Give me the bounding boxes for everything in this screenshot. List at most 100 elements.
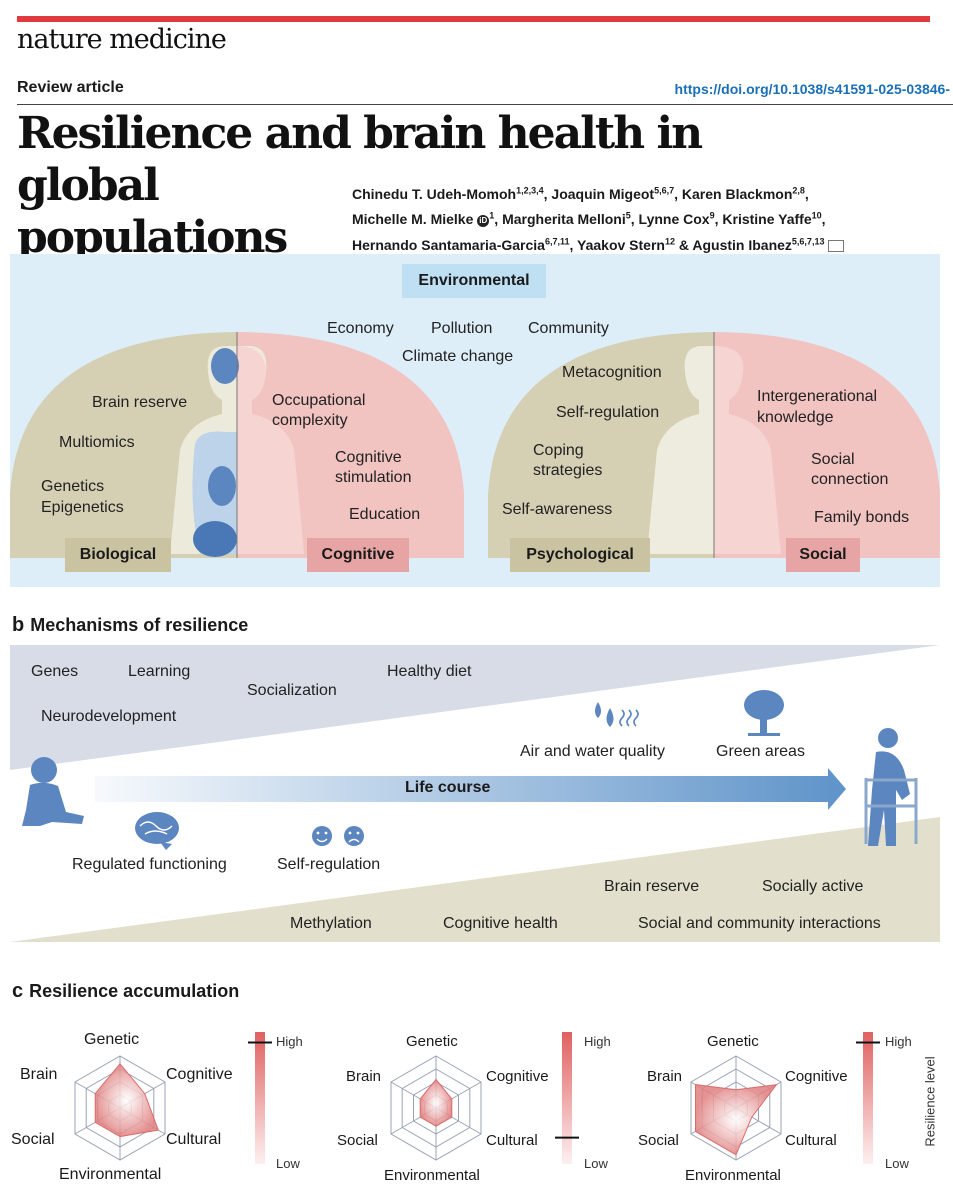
resilience-level-axis-label: Resilience level xyxy=(922,1056,938,1147)
bio-item: Epigenetics xyxy=(41,499,124,516)
radar-axis-label: Brain xyxy=(20,1066,58,1083)
life-course-label: Life course xyxy=(405,779,491,796)
radar-axis-label: Genetic xyxy=(707,1033,759,1050)
human-silhouette-left-cog xyxy=(237,346,304,554)
baby-icon xyxy=(22,757,84,826)
panel-b-figure xyxy=(10,645,940,942)
mechanism-item: Green areas xyxy=(716,743,805,760)
radar-axis-label: Cultural xyxy=(166,1131,222,1148)
radar-axis-label: Environmental xyxy=(59,1166,162,1183)
article-type: Review article xyxy=(17,79,124,96)
mechanism-item: Brain reserve xyxy=(604,878,700,895)
radar-axis-label: Cognitive xyxy=(785,1068,848,1085)
title-line-1: Resilience and brain health in global xyxy=(17,108,703,211)
radar-axis-label: Brain xyxy=(647,1068,683,1085)
author[interactable]: Agustin Ibanez5,6,7,13 xyxy=(692,236,825,253)
mechanism-item: Methylation xyxy=(290,915,372,932)
tree-icon xyxy=(744,690,784,736)
radar-axis-label: Environmental xyxy=(384,1167,480,1184)
mechanism-item: Self-regulation xyxy=(277,856,381,873)
bio-item: Multiomics xyxy=(59,434,135,451)
social-label: Social xyxy=(786,538,860,572)
psych-item: strategies xyxy=(533,462,603,479)
gauge-low-label: Low xyxy=(885,1156,909,1171)
radar-axis-label: Cognitive xyxy=(486,1068,549,1085)
resilience-gauge-bar xyxy=(255,1032,265,1164)
doi-link[interactable]: https://doi.org/10.1038/s41591-025-03846… xyxy=(674,81,950,97)
radar-axis-label: Cultural xyxy=(486,1132,538,1149)
intestines-icon xyxy=(193,521,237,557)
author[interactable]: Margherita Melloni5, xyxy=(502,210,639,228)
radar-axis-label: Genetic xyxy=(84,1031,140,1048)
mechanism-item: Social and community interactions xyxy=(638,915,881,932)
author[interactable]: Chinedu T. Udeh-Momoh1,2,3,4, xyxy=(352,185,552,202)
social-item: Family bonds xyxy=(814,509,910,526)
happy-face-icon xyxy=(312,826,332,846)
heart-icon xyxy=(208,466,236,506)
author[interactable]: Joaquin Migeot5,6,7, xyxy=(551,185,682,202)
resilience-gauge-bar xyxy=(863,1032,873,1164)
resilience-radar-charts xyxy=(74,1032,880,1164)
psych-item: Coping xyxy=(533,442,584,459)
panel-letter-b: b xyxy=(12,614,25,636)
bio-item: Brain reserve xyxy=(92,394,188,411)
author[interactable]: Kristine Yaffe10, xyxy=(722,210,826,228)
bio-item: Genetics xyxy=(41,478,105,495)
environmental-label: Environmental xyxy=(402,264,546,298)
life-course-arrow xyxy=(95,768,846,810)
top-accent-bar xyxy=(17,16,930,22)
author[interactable]: Yaakov Stern12 & xyxy=(577,236,693,253)
psychological-label: Psychological xyxy=(510,538,650,572)
cognitive-label: Cognitive xyxy=(307,538,409,572)
radar-axis-label: Social xyxy=(638,1132,679,1149)
psych-item: Self-awareness xyxy=(502,501,613,518)
cog-item: complexity xyxy=(272,412,348,429)
mechanism-item: Socialization xyxy=(247,682,337,699)
brain-icon xyxy=(211,348,239,384)
author[interactable]: Lynne Cox9, xyxy=(638,210,723,228)
panel-a-figure xyxy=(10,332,940,558)
sad-face-icon xyxy=(344,826,364,846)
radar-profile-area xyxy=(419,1078,453,1127)
brain-icon xyxy=(135,812,179,850)
author[interactable]: Karen Blackmon2,8, xyxy=(681,185,809,202)
radar-axis-label: Brain xyxy=(346,1068,382,1085)
human-silhouette-right-social xyxy=(714,346,781,554)
mechanism-item: Healthy diet xyxy=(387,663,472,680)
cog-item: stimulation xyxy=(335,469,412,486)
author-list: Chinedu T. Udeh-Momoh1,2,3,4, Joaquin Mi… xyxy=(352,179,952,256)
social-item: Intergenerational xyxy=(757,388,878,405)
mechanism-item: Regulated functioning xyxy=(72,856,227,873)
gauge-high-label: High xyxy=(885,1034,912,1049)
mechanism-item: Socially active xyxy=(762,878,864,895)
panel-letter-c: c xyxy=(12,980,24,1002)
env-factor: Climate change xyxy=(402,348,514,365)
radar-axis-label: Cultural xyxy=(785,1132,837,1149)
radar-axis-label: Social xyxy=(337,1132,378,1149)
gauge-low-label: Low xyxy=(584,1156,608,1171)
gauge-high-label: High xyxy=(584,1034,611,1049)
mechanism-item: Neurodevelopment xyxy=(41,708,177,725)
mail-icon[interactable] xyxy=(828,240,845,253)
radar-axis-label: Environmental xyxy=(685,1167,781,1184)
author[interactable]: Hernando Santamaria-Garcia6,7,11, xyxy=(352,236,578,253)
social-item: knowledge xyxy=(757,409,834,426)
radar-profile-area xyxy=(695,1083,778,1156)
orcid-icon[interactable]: iD xyxy=(477,214,490,227)
mechanism-item: Learning xyxy=(128,663,191,680)
journal-name: nature medicine xyxy=(17,24,227,55)
env-factor: Pollution xyxy=(431,320,493,337)
env-factor: Community xyxy=(528,320,609,337)
article-title: Resilience and brain health in global po… xyxy=(17,108,797,264)
mechanism-item: Genes xyxy=(31,663,79,680)
social-item: connection xyxy=(811,471,889,488)
cog-item: Education xyxy=(349,506,421,523)
top-wedge xyxy=(10,645,940,770)
radar-axis-label: Genetic xyxy=(406,1033,458,1050)
mechanism-item: Air and water quality xyxy=(520,743,665,760)
radar-axis-label: Cognitive xyxy=(166,1066,233,1083)
cog-item: Occupational xyxy=(272,392,366,409)
